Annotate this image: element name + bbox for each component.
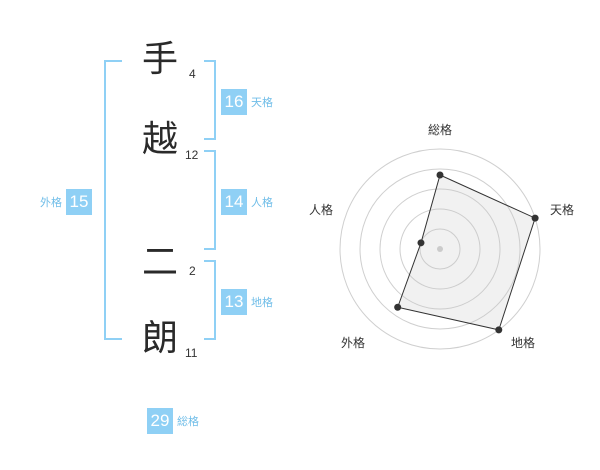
stroke-count-3: 2	[189, 264, 196, 278]
stroke-count-2: 12	[185, 148, 199, 162]
radar-ring-4	[359, 168, 521, 330]
gaikaku-label: 外格	[40, 196, 62, 209]
radar-point-4	[417, 239, 425, 247]
radar-label-gaikaku: 外格	[341, 336, 366, 350]
name-char-3: 二	[142, 242, 179, 283]
radar-ring-2	[399, 208, 481, 290]
chikaku-value: 13	[221, 289, 247, 315]
radar-area	[397, 174, 536, 331]
radar-center	[437, 246, 443, 252]
radar-label-tenkaku: 天格	[550, 203, 575, 217]
name-char-1: 手	[142, 39, 179, 80]
chikaku-label: 地格	[251, 296, 273, 309]
radar-ring-3	[379, 188, 501, 310]
radar-point-1	[531, 214, 539, 222]
radar-label-jinkaku: 人格	[309, 203, 334, 217]
jinkaku-fortune: 14 人格	[221, 189, 273, 215]
radar-point-2	[495, 326, 503, 334]
name-char-2: 越	[142, 119, 179, 160]
radar-ring-1	[419, 228, 461, 270]
chikaku-bracket	[204, 260, 216, 340]
radar-ring-5	[339, 148, 541, 350]
jinkaku-bracket	[204, 150, 216, 250]
gaikaku-value: 15	[66, 189, 92, 215]
radar-label-chikaku: 地格	[511, 336, 536, 350]
stroke-count-1: 4	[189, 67, 196, 81]
stroke-count-4: 11	[185, 346, 198, 360]
chikaku-fortune: 13 地格	[221, 289, 273, 315]
radar-label-soukaku: 総格	[428, 123, 453, 137]
gaikaku-bracket	[104, 60, 122, 340]
radar-point-3	[394, 303, 402, 311]
soukaku-label: 総格	[177, 415, 199, 428]
jinkaku-label: 人格	[251, 196, 273, 209]
tenkaku-fortune: 16 天格	[221, 89, 273, 115]
radar-point-0	[436, 171, 444, 179]
soukaku-value: 29	[147, 408, 173, 434]
soukaku-fortune: 29 総格	[147, 408, 199, 434]
gaikaku-fortune: 外格 15	[40, 189, 92, 215]
tenkaku-label: 天格	[251, 96, 273, 109]
jinkaku-value: 14	[221, 189, 247, 215]
tenkaku-bracket	[204, 60, 216, 140]
tenkaku-value: 16	[221, 89, 247, 115]
name-char-4: 朗	[142, 318, 179, 359]
